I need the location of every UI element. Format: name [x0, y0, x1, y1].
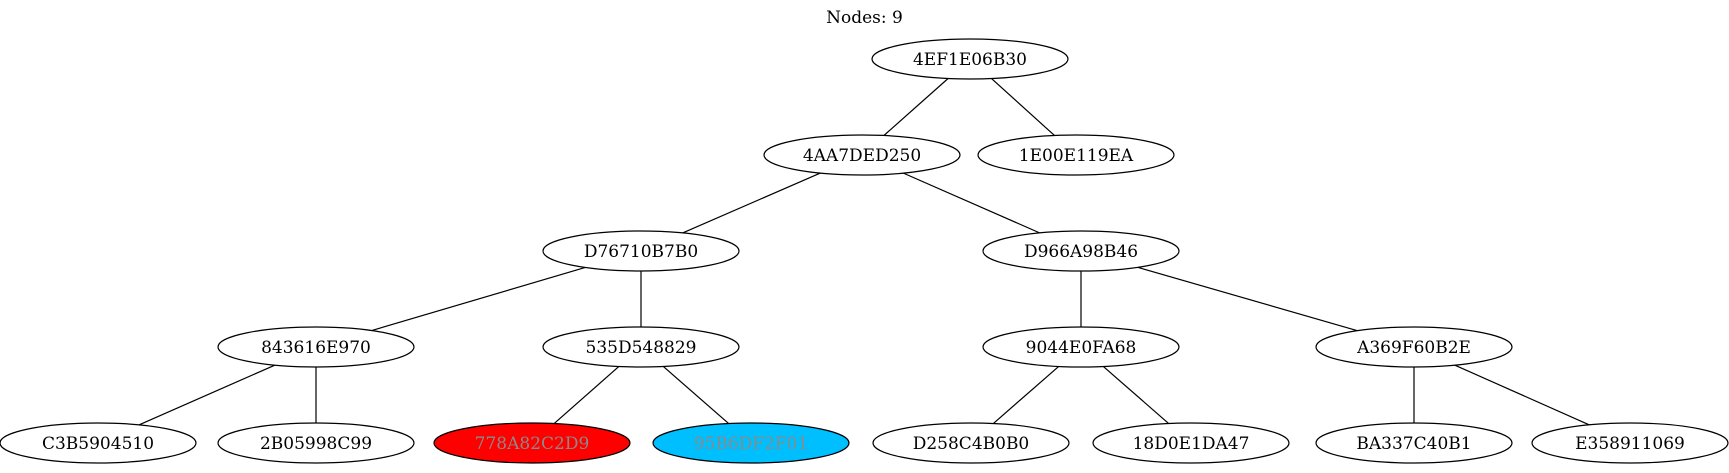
edge-n6-n10	[138, 364, 276, 426]
node-ellipse[interactable]	[982, 230, 1180, 272]
node-label: 9044E0FA68	[1026, 338, 1137, 358]
node-ellipse[interactable]	[217, 422, 415, 464]
node-label: D258C4B0B0	[913, 434, 1030, 454]
edge-n1-n3	[991, 78, 1055, 136]
node-ellipse[interactable]	[542, 326, 740, 368]
edge-n7-n13	[662, 366, 730, 424]
node-label: D76710B7B0	[584, 242, 698, 262]
node-95b6df2f01[interactable]: 95B6DF2F01	[652, 422, 850, 464]
node-ellipse[interactable]	[652, 422, 850, 464]
node-label: 778A82C2D9	[475, 434, 590, 454]
node-ellipse[interactable]	[1315, 422, 1513, 464]
graph-title: Nodes: 9	[826, 8, 903, 28]
node-4ef1e06b30[interactable]: 4EF1E06B30	[871, 38, 1069, 80]
node-ellipse[interactable]	[433, 422, 631, 464]
node-ellipse[interactable]	[977, 134, 1175, 176]
node-label: D966A98B46	[1024, 242, 1138, 262]
node-4aa7ded250[interactable]: 4AA7DED250	[763, 134, 961, 176]
node-e358911069[interactable]: E358911069	[1531, 422, 1729, 464]
node-ellipse[interactable]	[1315, 326, 1513, 368]
node-label: 843616E970	[261, 338, 371, 358]
node-label: 18D0E1DA47	[1133, 434, 1250, 454]
edge-n8-n14	[992, 366, 1060, 424]
node-ba337c40b1[interactable]: BA337C40B1	[1315, 422, 1513, 464]
node-9044e0fa68[interactable]: 9044E0FA68	[982, 326, 1180, 368]
node-label: BA337C40B1	[1356, 434, 1471, 454]
edge-n7-n12	[553, 366, 620, 424]
node-1e00e119ea[interactable]: 1E00E119EA	[977, 134, 1175, 176]
edge-n2-n4	[682, 172, 821, 234]
node-d966a98b46[interactable]: D966A98B46	[982, 230, 1180, 272]
node-ellipse[interactable]	[1531, 422, 1729, 464]
node-2b05998c99[interactable]: 2B05998C99	[217, 422, 415, 464]
node-label: 95B6DF2F01	[694, 434, 809, 454]
node-ellipse[interactable]	[982, 326, 1180, 368]
node-label: 1E00E119EA	[1019, 146, 1134, 166]
nodes-layer: 4EF1E06B30 4AA7DED250 1E00E119EA D76710B7B0…	[0, 38, 1729, 464]
node-ellipse[interactable]	[542, 230, 740, 272]
node-a369f60b2e[interactable]: A369F60B2E	[1315, 326, 1513, 368]
node-label: E358911069	[1575, 434, 1685, 454]
node-label: C3B5904510	[42, 434, 154, 454]
node-ellipse[interactable]	[872, 422, 1070, 464]
node-label: 4AA7DED250	[803, 146, 921, 166]
node-label: 2B05998C99	[260, 434, 372, 454]
node-843616e970[interactable]: 843616E970	[217, 326, 415, 368]
edge-n4-n6	[371, 266, 586, 332]
edge-n1-n2	[883, 78, 949, 136]
edge-n8-n15	[1102, 366, 1170, 424]
node-label: 535D548829	[586, 338, 697, 358]
edge-n5-n9	[1137, 266, 1358, 332]
node-d258c4b0b0[interactable]: D258C4B0B0	[872, 422, 1070, 464]
node-ellipse[interactable]	[0, 422, 197, 464]
node-535d548829[interactable]: 535D548829	[542, 326, 740, 368]
node-778a82c2d9[interactable]: 778A82C2D9	[433, 422, 631, 464]
node-c3b5904510[interactable]: C3B5904510	[0, 422, 197, 464]
node-label: 4EF1E06B30	[913, 50, 1027, 70]
node-ellipse[interactable]	[1092, 422, 1290, 464]
node-d76710b7b0[interactable]: D76710B7B0	[542, 230, 740, 272]
node-label: A369F60B2E	[1356, 338, 1471, 358]
node-ellipse[interactable]	[217, 326, 415, 368]
node-18d0e1da47[interactable]: 18D0E1DA47	[1092, 422, 1290, 464]
edges-layer	[138, 78, 1590, 426]
edge-n2-n5	[903, 172, 1040, 234]
node-ellipse[interactable]	[763, 134, 961, 176]
node-ellipse[interactable]	[871, 38, 1069, 80]
edge-n9-n17	[1454, 364, 1590, 426]
